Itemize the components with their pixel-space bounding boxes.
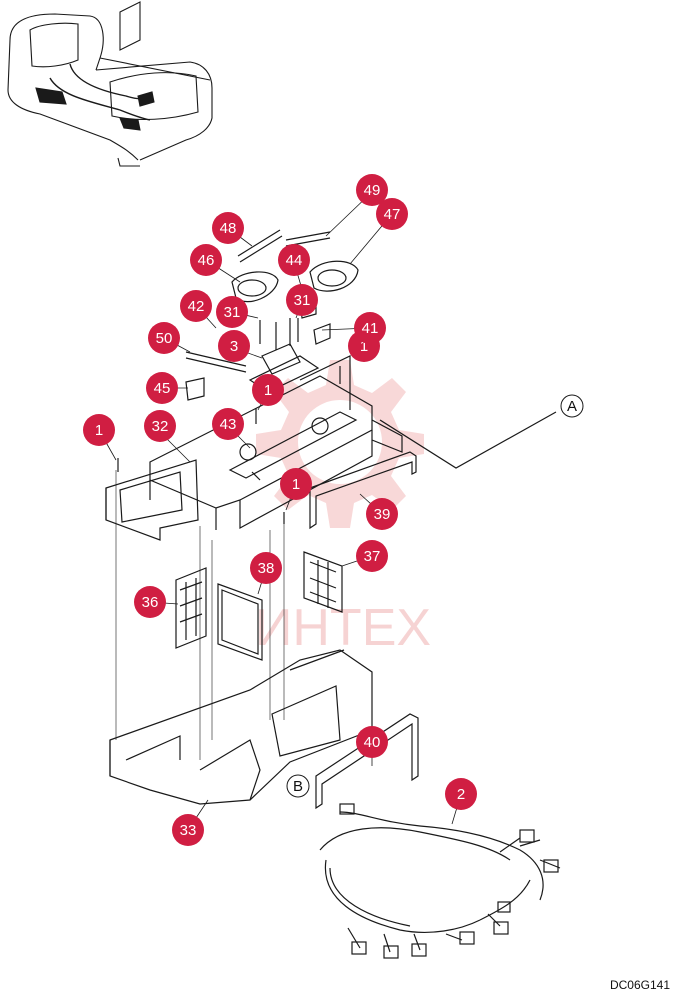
console-assembly [105,229,557,810]
callout-33: 33 [172,814,204,846]
machine-overview-inset [7,1,213,167]
svg-text:1: 1 [264,382,272,399]
wiring-harness [319,803,561,959]
callout-1a: 1 [83,414,115,446]
svg-text:38: 38 [258,560,275,577]
svg-text:44: 44 [286,252,303,269]
svg-text:31: 31 [224,304,241,321]
svg-text:1: 1 [360,338,368,355]
callout-2: 2 [445,778,477,810]
reference-a: A [560,394,584,418]
svg-text:1: 1 [95,422,103,439]
svg-text:40: 40 [364,734,381,751]
svg-text:43: 43 [220,416,237,433]
callout-36: 36 [134,586,166,618]
callout-38: 38 [250,552,282,584]
watermark: ИНТЕХ [255,360,431,657]
callout-47: 47 [376,198,408,230]
callout-42: 42 [180,290,212,322]
svg-text:50: 50 [156,330,173,347]
callout-44: 44 [278,244,310,276]
svg-text:39: 39 [374,506,391,523]
callout-37: 37 [356,540,388,572]
svg-text:41: 41 [362,320,379,337]
callout-46: 46 [190,244,222,276]
watermark-text: ИНТЕХ [255,599,431,657]
callout-48: 48 [212,212,244,244]
svg-text:49: 49 [364,182,381,199]
callout-49: 49 [356,174,388,206]
callout-39: 39 [366,498,398,530]
svg-text:33: 33 [180,822,197,839]
callout-50: 50 [148,322,180,354]
svg-text:37: 37 [364,548,381,565]
callout-32: 32 [144,410,176,442]
svg-text:45: 45 [154,380,171,397]
callout-1c: 1 [280,468,312,500]
svg-text:2: 2 [457,786,465,803]
callouts: 1 1 1 1 2 3 31 31 32 33 36 37 38 39 40 4… [83,174,477,846]
svg-text:32: 32 [152,418,169,435]
svg-text:31: 31 [294,292,311,309]
svg-text:47: 47 [384,206,401,223]
svg-text:42: 42 [188,298,205,315]
callout-31a: 31 [216,296,248,328]
callout-1b: 1 [252,374,284,406]
callout-41: 41 [354,312,386,344]
svg-text:48: 48 [220,220,237,237]
svg-text:36: 36 [142,594,159,611]
callout-31b: 31 [286,284,318,316]
svg-text:1: 1 [292,476,300,493]
drawing-code: DC06G141 [609,978,670,992]
svg-text:A: A [567,398,577,415]
callout-43: 43 [212,408,244,440]
svg-text:3: 3 [230,338,238,355]
reference-b: B [286,774,310,798]
svg-text:46: 46 [198,252,215,269]
callout-40: 40 [356,726,388,758]
callout-leaders [98,191,462,831]
svg-text:B: B [293,778,303,795]
reference-markers: A B [286,394,584,798]
callout-45: 45 [146,372,178,404]
callout-3: 3 [218,330,250,362]
